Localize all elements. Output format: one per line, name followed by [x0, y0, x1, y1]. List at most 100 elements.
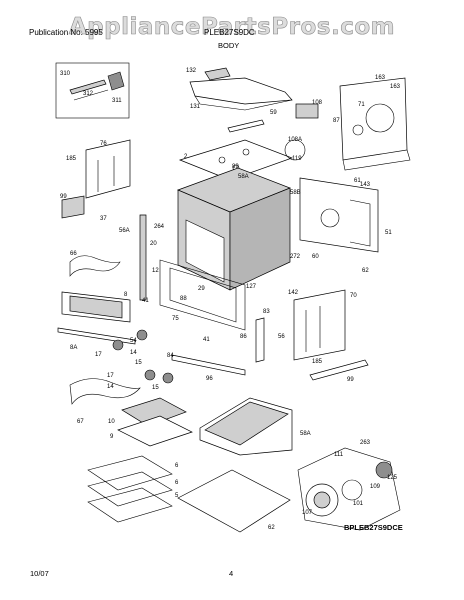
front-frame	[139, 214, 246, 331]
part-label: 58A	[238, 174, 249, 180]
oven-cavity	[177, 167, 291, 291]
part-label: 111	[334, 452, 344, 458]
right-side-panel	[293, 289, 346, 361]
footer-date: 10/07	[30, 569, 49, 578]
part-label: 125	[387, 475, 398, 481]
rear-panel	[339, 77, 411, 171]
part-label: 41	[203, 337, 210, 343]
part-label: 41	[142, 298, 149, 304]
door-glass	[61, 291, 131, 323]
part-label: 58A	[300, 431, 311, 437]
part-label: 71	[358, 102, 365, 108]
hinge-hardware	[112, 329, 174, 384]
part-label: 163	[390, 84, 401, 90]
part-labels: 310 312 311 132 163 163 76 71 108 59 131…	[60, 68, 401, 531]
sensor-block	[295, 103, 319, 119]
part-label: 62	[362, 268, 369, 274]
part-label: 6	[175, 480, 179, 486]
part-label: 143	[360, 182, 371, 188]
part-label: 89	[232, 164, 239, 170]
part-label: 83	[263, 309, 270, 315]
part-label: 2	[184, 154, 188, 160]
part-label: 61	[354, 178, 361, 184]
bottom-panel	[199, 397, 293, 456]
part-label: 311	[112, 98, 122, 104]
model-number: PLEB27S9DC	[204, 28, 255, 37]
part-label: 310	[60, 71, 71, 77]
part-label: 88	[180, 296, 187, 302]
part-label: 264	[154, 224, 165, 230]
part-label: 15	[135, 360, 142, 366]
section-title: BODY	[218, 41, 240, 50]
part-label: 109	[370, 484, 381, 490]
part-label: 312	[83, 91, 94, 97]
part-label: 163	[375, 75, 386, 81]
part-label: 84	[167, 353, 174, 359]
part-label: 8A	[70, 345, 77, 351]
broil-pan	[117, 397, 193, 447]
part-label: 263	[360, 440, 371, 446]
bottom-tray	[177, 469, 291, 533]
publication-number: Publication No. 5995	[29, 28, 103, 37]
part-label: 8	[124, 292, 128, 298]
part-label: 56A	[119, 228, 130, 234]
part-label: 37	[100, 216, 107, 222]
rack-slide-parts	[69, 71, 125, 101]
part-label: 75	[172, 316, 179, 322]
part-label: 108A	[288, 137, 302, 143]
convection-fan-inset	[297, 447, 401, 531]
inset-box-310	[55, 62, 130, 119]
trim-bar	[227, 119, 265, 133]
part-label: 10	[108, 419, 115, 425]
part-label: 127	[246, 284, 257, 290]
part-label: 56	[278, 334, 285, 340]
part-label: 87	[333, 118, 340, 124]
watermark: AppliancePartsPros.com	[68, 14, 396, 41]
part-label: 119	[292, 156, 302, 162]
diagram-code: BPLEB27S9DCE	[344, 523, 403, 532]
panel-56	[255, 317, 265, 363]
part-label: 108	[312, 100, 323, 106]
part-label: 96	[206, 376, 213, 382]
part-label: 9	[110, 434, 114, 440]
part-label: 62	[268, 525, 275, 531]
part-label: 6	[175, 463, 179, 469]
left-side-panel	[85, 139, 131, 199]
top-vent-bracket	[189, 67, 293, 111]
part-label: 99	[60, 194, 67, 200]
bar-96	[171, 354, 246, 376]
part-label: 185	[66, 156, 77, 162]
part-label: 101	[353, 501, 364, 507]
thermostat-119	[284, 139, 306, 161]
part-label: 17	[95, 352, 102, 358]
part-label: 142	[288, 290, 299, 296]
part-label: 59	[270, 110, 277, 116]
top-panel	[178, 139, 294, 181]
part-label: 76	[100, 141, 107, 147]
part-label: 86	[240, 334, 247, 340]
part-label: 14	[130, 350, 137, 356]
part-label: 67	[77, 419, 84, 425]
part-label: 66	[70, 251, 77, 257]
part-label: 70	[350, 293, 357, 299]
part-label: 58B	[290, 190, 301, 196]
broil-element	[69, 255, 121, 277]
part-label: 12	[152, 268, 159, 274]
right-side-frame	[299, 177, 379, 253]
part-label: 185	[312, 359, 323, 365]
bake-element	[69, 378, 141, 405]
part-label: 51	[385, 230, 392, 236]
footer-page-number: 4	[229, 569, 234, 578]
part-label: 272	[290, 254, 301, 260]
door-trim-8a	[57, 327, 136, 345]
part-label: 107	[302, 510, 313, 516]
part-label: 29	[198, 286, 205, 292]
part-label: 60	[312, 254, 319, 260]
part-label: 15	[152, 385, 159, 391]
trim-99	[309, 359, 369, 381]
oven-racks	[87, 455, 173, 523]
part-label: 131	[190, 104, 201, 110]
part-label: 54	[130, 338, 137, 344]
part-label: 132	[186, 68, 197, 74]
